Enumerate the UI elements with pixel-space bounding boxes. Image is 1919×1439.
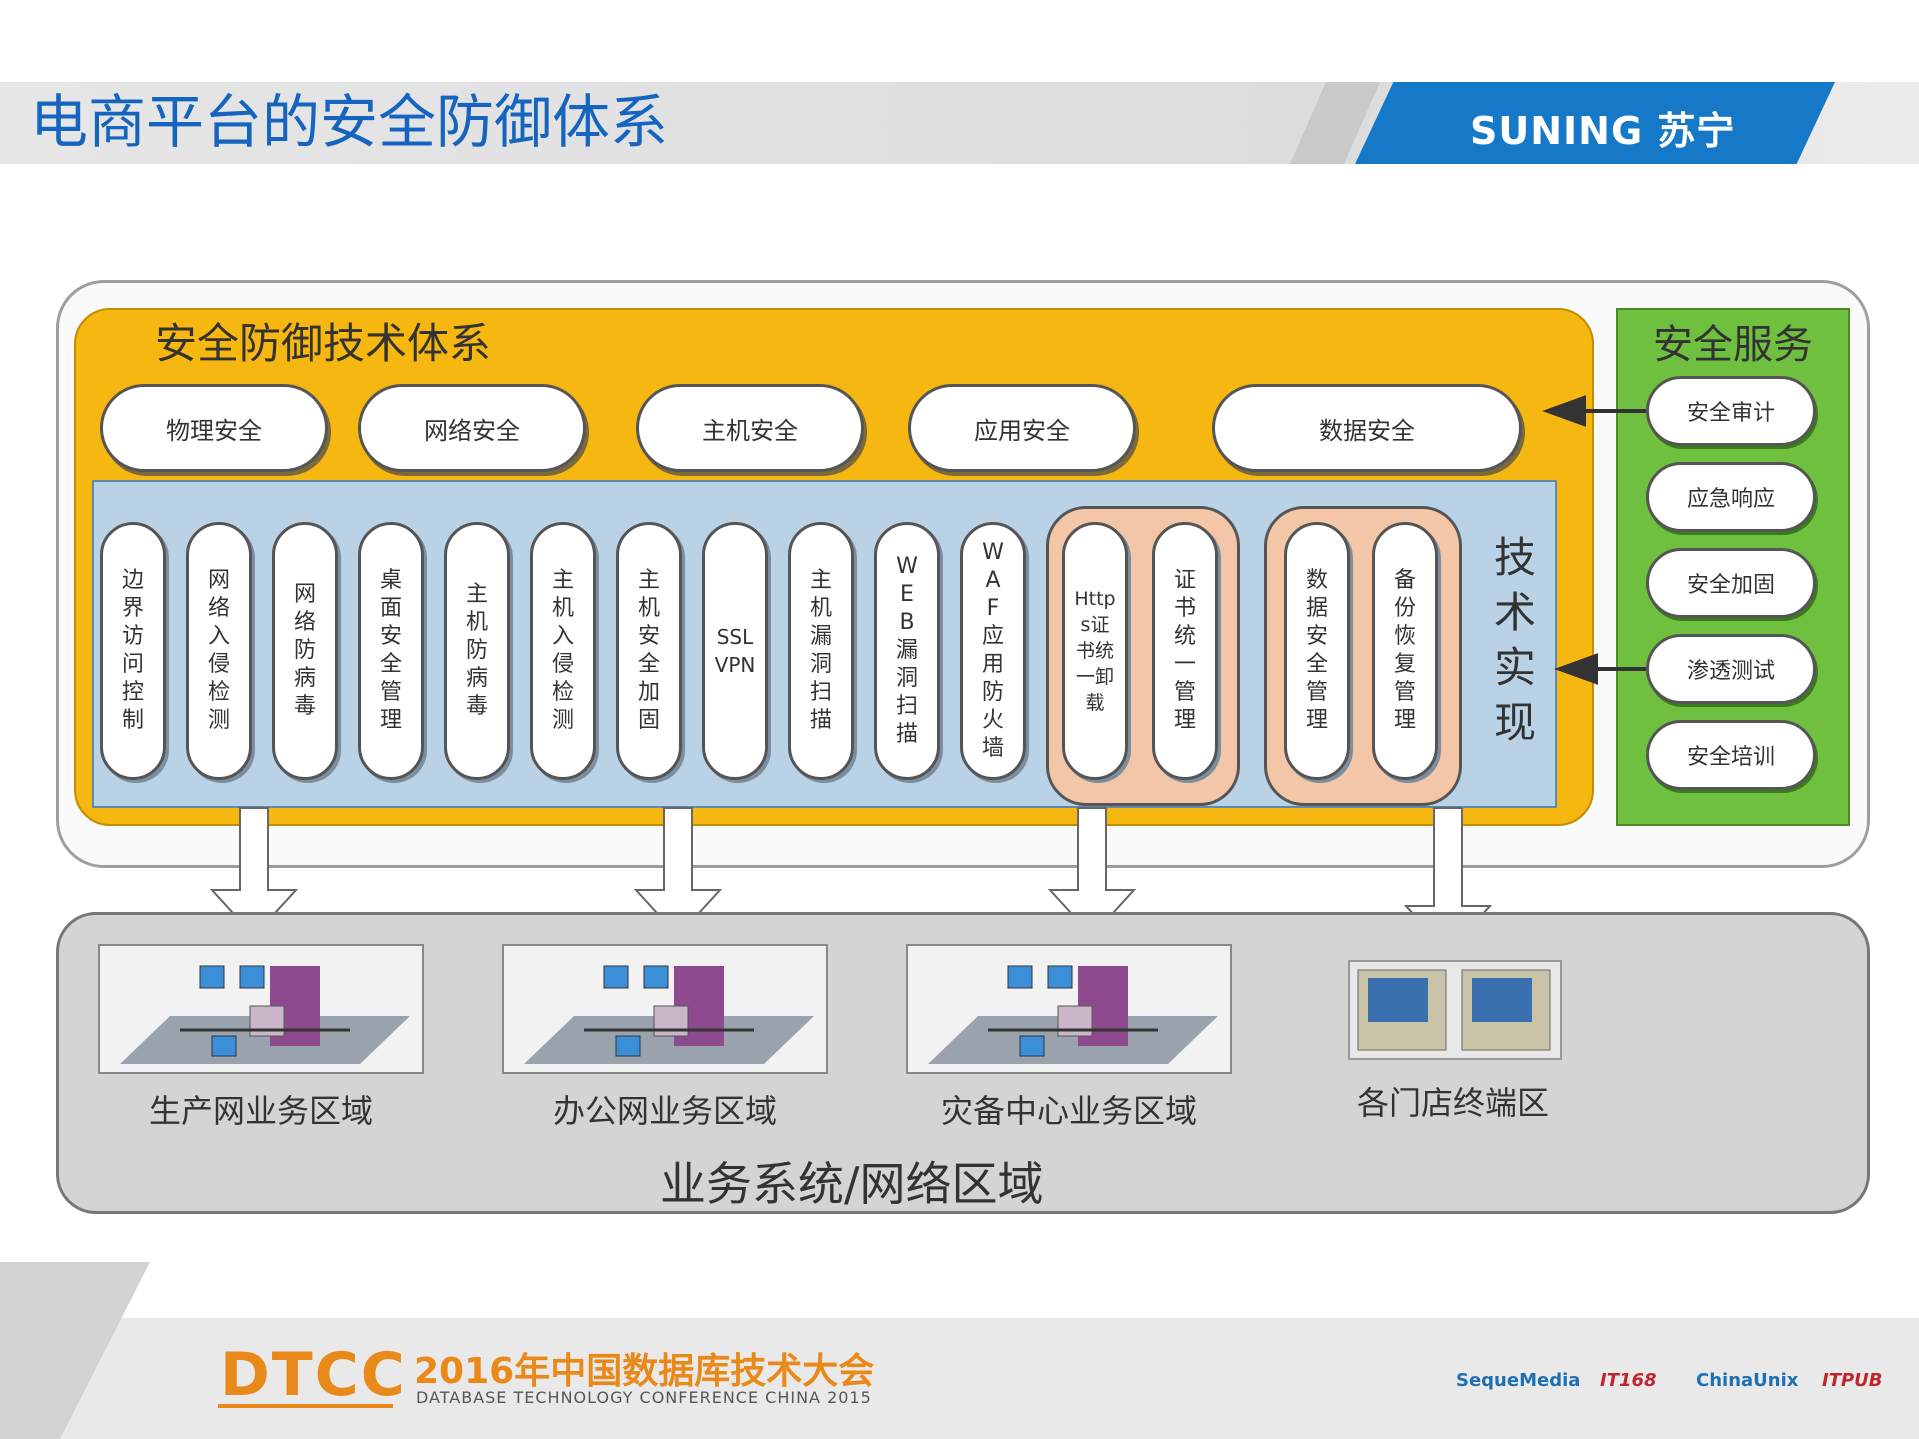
suning-logo: SUNING 苏宁	[1470, 109, 1736, 153]
tech-item: 主机安全加固	[616, 522, 682, 780]
service-emergency-response: 应急响应	[1646, 462, 1816, 532]
service-audit: 安全审计	[1646, 376, 1816, 446]
business-area-title: 业务系统/网络区域	[660, 1157, 1044, 1211]
network-diagram-icon	[120, 965, 410, 1064]
tech-item: 网络入侵检测	[186, 522, 252, 780]
conference-subtitle: DATABASE TECHNOLOGY CONFERENCE CHINA 201…	[416, 1388, 872, 1407]
zone-network-image	[98, 944, 424, 1074]
page-title: 电商平台的安全防御体系	[30, 88, 669, 156]
sponsor-logo: SequeMedia	[1456, 1370, 1581, 1391]
service-arrow	[1542, 395, 1646, 427]
conference-title: 2016年中国数据库技术大会	[414, 1351, 875, 1392]
layer-host: 主机安全	[636, 384, 864, 472]
dtcc-logo: DTCC	[220, 1340, 407, 1410]
tech-item: WEB漏洞扫描	[874, 522, 940, 780]
tech-item: 主机入侵检测	[530, 522, 596, 780]
security-services-title: 安全服务	[1653, 322, 1813, 368]
tech-item: Https证书统一卸载	[1062, 522, 1128, 780]
zone-network-image	[502, 944, 828, 1074]
sponsor-logo: ITPUB	[1822, 1370, 1883, 1391]
footer-band	[0, 1318, 1919, 1439]
computer-icon	[1357, 969, 1551, 1051]
layer-network: 网络安全	[358, 384, 586, 472]
layer-physical: 物理安全	[100, 384, 328, 472]
tech-item: 备份恢复管理	[1372, 522, 1438, 780]
tech-item: SSL VPN	[702, 522, 768, 780]
sponsor-logo: IT168	[1600, 1370, 1657, 1391]
service-arrow	[1554, 653, 1646, 685]
zone-label: 各门店终端区	[1356, 1084, 1549, 1122]
service-pentest: 渗透测试	[1646, 634, 1816, 704]
tech-implementation-label: 技术实现	[1493, 533, 1536, 747]
service-hardening: 安全加固	[1646, 548, 1816, 618]
zone-label: 办公网业务区域	[552, 1092, 777, 1130]
store-terminals-image	[1348, 960, 1562, 1060]
zone-network-image	[906, 944, 1232, 1074]
dtcc-underline	[218, 1404, 393, 1408]
tech-item: 网络防病毒	[272, 522, 338, 780]
zone-label: 灾备中心业务区域	[940, 1092, 1197, 1130]
sponsor-logo: ChinaUnix	[1696, 1370, 1799, 1391]
network-diagram-icon	[524, 965, 814, 1064]
network-diagram-icon	[928, 965, 1218, 1064]
service-training: 安全培训	[1646, 720, 1816, 790]
brand-strip	[1355, 82, 1835, 164]
tech-item: 桌面安全管理	[358, 522, 424, 780]
layer-application: 应用安全	[908, 384, 1136, 472]
tech-item: 证书统一管理	[1152, 522, 1218, 780]
tech-item: 主机防病毒	[444, 522, 510, 780]
zone-label: 生产网业务区域	[148, 1092, 373, 1130]
tech-item: 数据安全管理	[1284, 522, 1350, 780]
tech-item: 边界访问控制	[100, 522, 166, 780]
tech-item: WAF应用防火墙	[960, 522, 1026, 780]
defense-tech-title: 安全防御技术体系	[155, 319, 492, 368]
tech-item: 主机漏洞扫描	[788, 522, 854, 780]
layer-data: 数据安全	[1212, 384, 1522, 472]
